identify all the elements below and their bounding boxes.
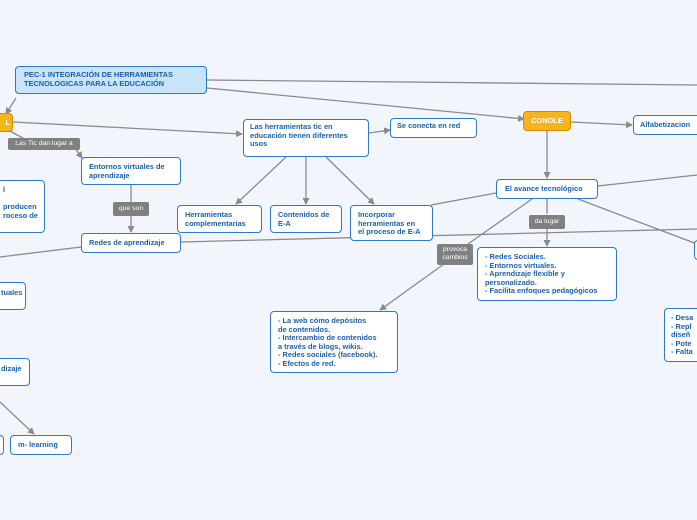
left-accent-node[interactable]: L	[0, 113, 13, 132]
redes-aprendizaje-node[interactable]: Redes de aprendizaje	[81, 233, 181, 253]
connector-provoca-cambios: provoca cambios	[437, 244, 473, 265]
edge-root-conole	[206, 87, 525, 122]
edge-redes-right	[180, 228, 697, 243]
edge-left-herramientas	[12, 121, 243, 138]
herramientas-tic-node[interactable]: Las herramientas tic en educación tienen…	[243, 119, 369, 157]
edge-tic-seconecta	[368, 127, 391, 135]
edge-avance-right-low	[577, 198, 697, 245]
avance-list-node[interactable]: - Redes Sociales. - Entornos virtuales. …	[477, 247, 617, 301]
right-edge-node[interactable]	[694, 240, 697, 260]
edge-avance-incorporar	[430, 192, 497, 206]
edge-tic-incorporar	[325, 156, 375, 205]
root-topic-node[interactable]: PEC-1 INTEGRACIÓN DE HERRAMIENTAS TECNOL…	[15, 66, 207, 94]
edge-dizaje-mlearning	[0, 401, 35, 435]
left-partial-node[interactable]: l producen roceso de	[0, 180, 45, 233]
entornos-virtuales-node[interactable]: Entornos virtuales de aprendizaje	[81, 157, 181, 185]
se-conecta-node[interactable]: Se conecta en red	[390, 118, 477, 138]
avance-tecnologico-node[interactable]: El avance tecnológico	[496, 179, 598, 199]
edge-conole-alfabetizacion	[570, 121, 633, 129]
edge-tic-complementarias	[235, 156, 287, 205]
connector-que-son: que son	[113, 202, 149, 216]
right-list-node[interactable]: - Desa - Repl diseñ - Pote - Falta	[664, 308, 697, 362]
edge-avance-provoca	[467, 198, 533, 245]
edge-avance-right	[597, 174, 697, 187]
left-tuales-node[interactable]: tuales	[0, 282, 26, 310]
edge-redes-left	[0, 246, 82, 258]
contenidos-ea-node[interactable]: Contenidos de E-A	[270, 205, 342, 233]
m-learning-node[interactable]: m- learning	[10, 435, 72, 455]
edge-root-right	[206, 79, 697, 86]
incorporar-node[interactable]: Incorporar herramientas en el proceso de…	[350, 205, 433, 241]
left-dizaje-node[interactable]: dizaje	[0, 358, 30, 386]
edge-provoca-web	[379, 263, 445, 311]
left-small-node[interactable]	[0, 435, 4, 455]
web-list-node[interactable]: - La web cómo depósitos de contenidos. -…	[270, 311, 398, 373]
herramientas-complementarias-node[interactable]: Herramientas complementarias	[177, 205, 262, 233]
alfabetizacion-node[interactable]: Alfabetizacion	[633, 115, 697, 135]
edge-root-left	[5, 97, 17, 115]
conole-node[interactable]: CONOLE	[523, 111, 571, 131]
connector-tic-dan-lugar: Las Tic dan lugar a	[8, 138, 80, 150]
connector-da-lugar: da lugar	[529, 215, 565, 229]
